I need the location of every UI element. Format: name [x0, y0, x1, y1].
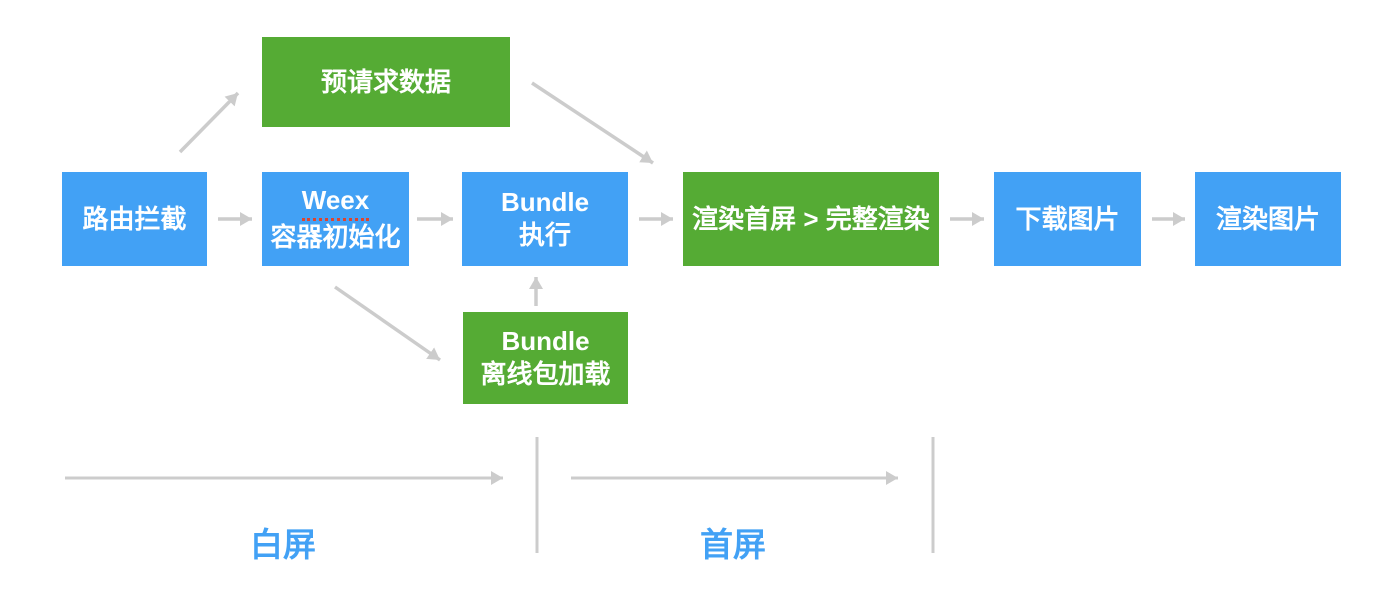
node-bundle-offline-load-label: Bundle 离线包加载: [480, 325, 610, 391]
node-bundle-exec-label: Bundle 执行: [501, 186, 589, 252]
node-render-images: 渲染图片: [1195, 172, 1341, 266]
node-render-first-screen-label: 渲染首屏 > 完整渲染: [692, 203, 930, 234]
arrow-route-to-prefetch: [178, 91, 240, 154]
node-prefetch-data: 预请求数据: [262, 37, 510, 127]
node-bundle-offline-load: Bundle 离线包加载: [463, 312, 628, 404]
node-bundle-exec-line2: 执行: [518, 220, 571, 250]
node-weex-init-word: 容器初始化: [270, 222, 401, 252]
node-prefetch-data-label: 预请求数据: [320, 66, 451, 97]
node-render-first-screen: 渲染首屏 > 完整渲染: [683, 172, 939, 266]
node-bundle-offline-line1: Bundle: [501, 326, 590, 356]
node-weex-container-init-label: Weex 容器初始化: [270, 184, 400, 254]
node-weex-word: Weex: [301, 184, 370, 221]
timeline-label-white-screen: 白屏: [250, 526, 316, 563]
node-weex-container-init: Weex 容器初始化: [262, 172, 409, 266]
node-route-intercept-label: 路由拦截: [82, 203, 187, 234]
arrow-weex-to-bundle-offline: [334, 285, 441, 362]
node-route-intercept: 路由拦截: [62, 172, 207, 266]
node-download-images-label: 下载图片: [1015, 203, 1120, 234]
node-render-images-label: 渲染图片: [1215, 203, 1320, 234]
timeline-label-first-screen: 首屏: [700, 526, 766, 563]
node-bundle-offline-line2: 离线包加载: [480, 359, 611, 389]
node-bundle-exec-line1: Bundle: [500, 187, 590, 217]
arrow-prefetch-to-render: [531, 81, 654, 165]
node-bundle-exec: Bundle 执行: [462, 172, 628, 266]
node-download-images: 下载图片: [994, 172, 1141, 266]
